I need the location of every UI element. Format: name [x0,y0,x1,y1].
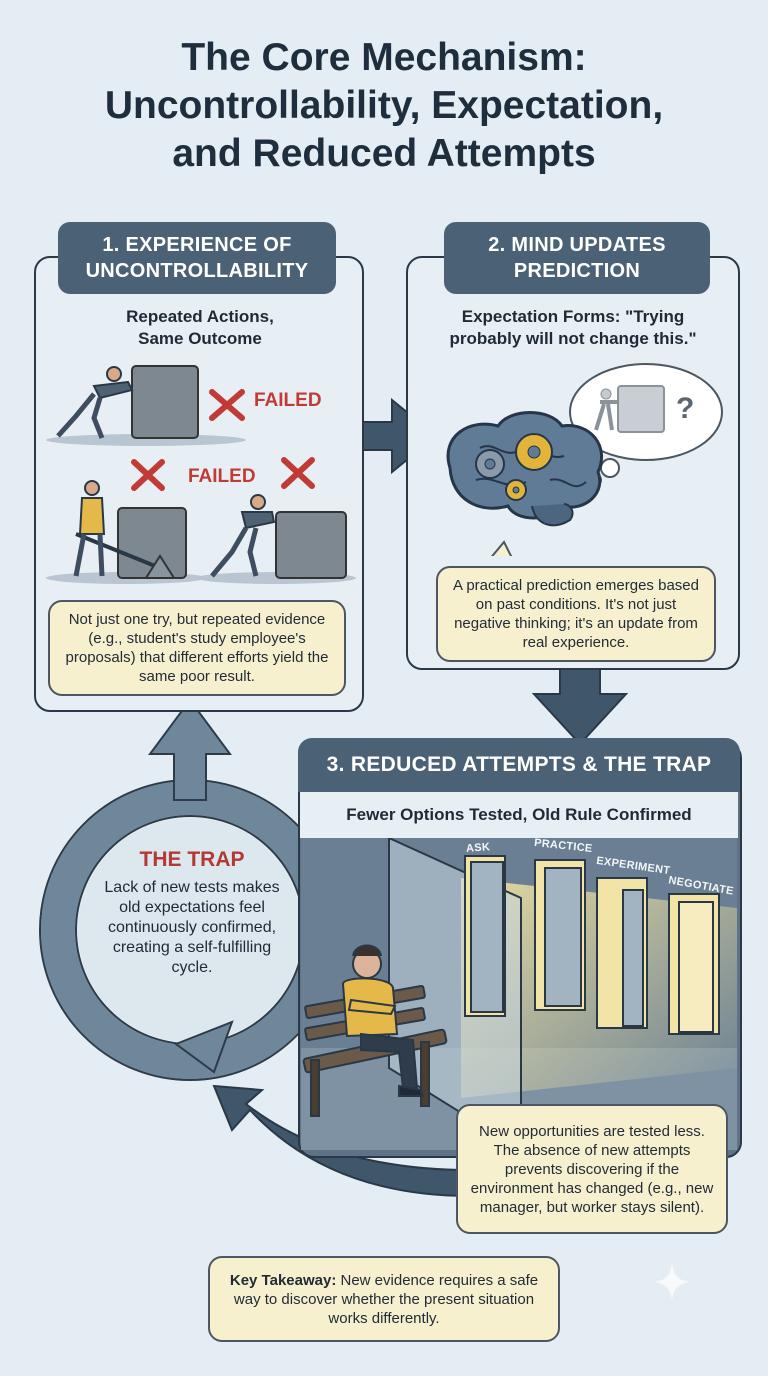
cycle-arrowhead [173,1020,234,1074]
failed-label-2: FAILED [188,466,256,487]
door-label-ask: ASK [465,841,491,855]
question-mark-icon: ? [676,392,695,425]
step3-subhead: Fewer Options Tested, Old Rule Confirmed [346,805,692,824]
seated-person-icon [341,944,425,1097]
person-pushing-icon [210,494,276,578]
door-negotiate [668,893,720,1035]
sparkle-icon [654,1264,690,1300]
key-takeaway-text: New evidence requires a safe way to disc… [233,1271,539,1327]
door-practice [534,859,586,1011]
failed-label-1: FAILED [254,390,322,411]
key-takeaway-label: Key Takeaway: [229,1271,337,1289]
arrow-step3-to-cycle [212,1084,471,1198]
trap-inner-disc [78,818,302,1042]
step2-callout: A practical prediction emerges based on … [436,566,716,662]
gear-icon [475,449,505,479]
page-title: The Core Mechanism: Uncontrollability, E… [104,36,664,175]
step2-tab: 2. MIND UPDATES PREDICTION [444,222,710,294]
gear-icon [505,479,527,501]
door-experiment [596,877,648,1029]
x-mark-icon [281,457,315,489]
gear-icon [515,433,553,471]
step1-illustration [46,365,356,584]
step1-subhead: Repeated Actions, Same Outcome [126,307,274,348]
step1-tab: 1. EXPERIENCE OF UNCONTROLLABILITY [58,222,336,294]
brain-icon [446,411,604,527]
step3-illustration [301,838,737,1150]
person-pushing-icon [56,366,134,439]
step3-callout: New opportunities are tested less. The a… [456,1104,728,1234]
person-lever-icon [73,480,106,577]
heavy-block-3 [275,511,347,579]
arrow-cycle-to-step1 [148,698,232,801]
step3-tab: 3. REDUCED ATTEMPTS & THE TRAP [298,738,740,792]
step3-subhead-bar [300,792,738,838]
door-ask [464,855,506,1017]
heavy-block-1 [131,365,199,439]
step1-callout: Not just one try, but repeated evidence … [48,600,346,696]
x-mark-icon [131,459,165,491]
x-mark-icon [209,389,245,421]
step2-subhead: Expectation Forms: "Trying probably will… [449,307,697,348]
step2-illustration [446,363,723,556]
trap-text: Lack of new tests makes old expectations… [104,879,280,976]
key-takeaway: Key Takeaway: New evidence requires a sa… [208,1256,560,1342]
trap-title: THE TRAP [139,848,245,871]
arrow-step2-to-step3 [531,663,629,746]
